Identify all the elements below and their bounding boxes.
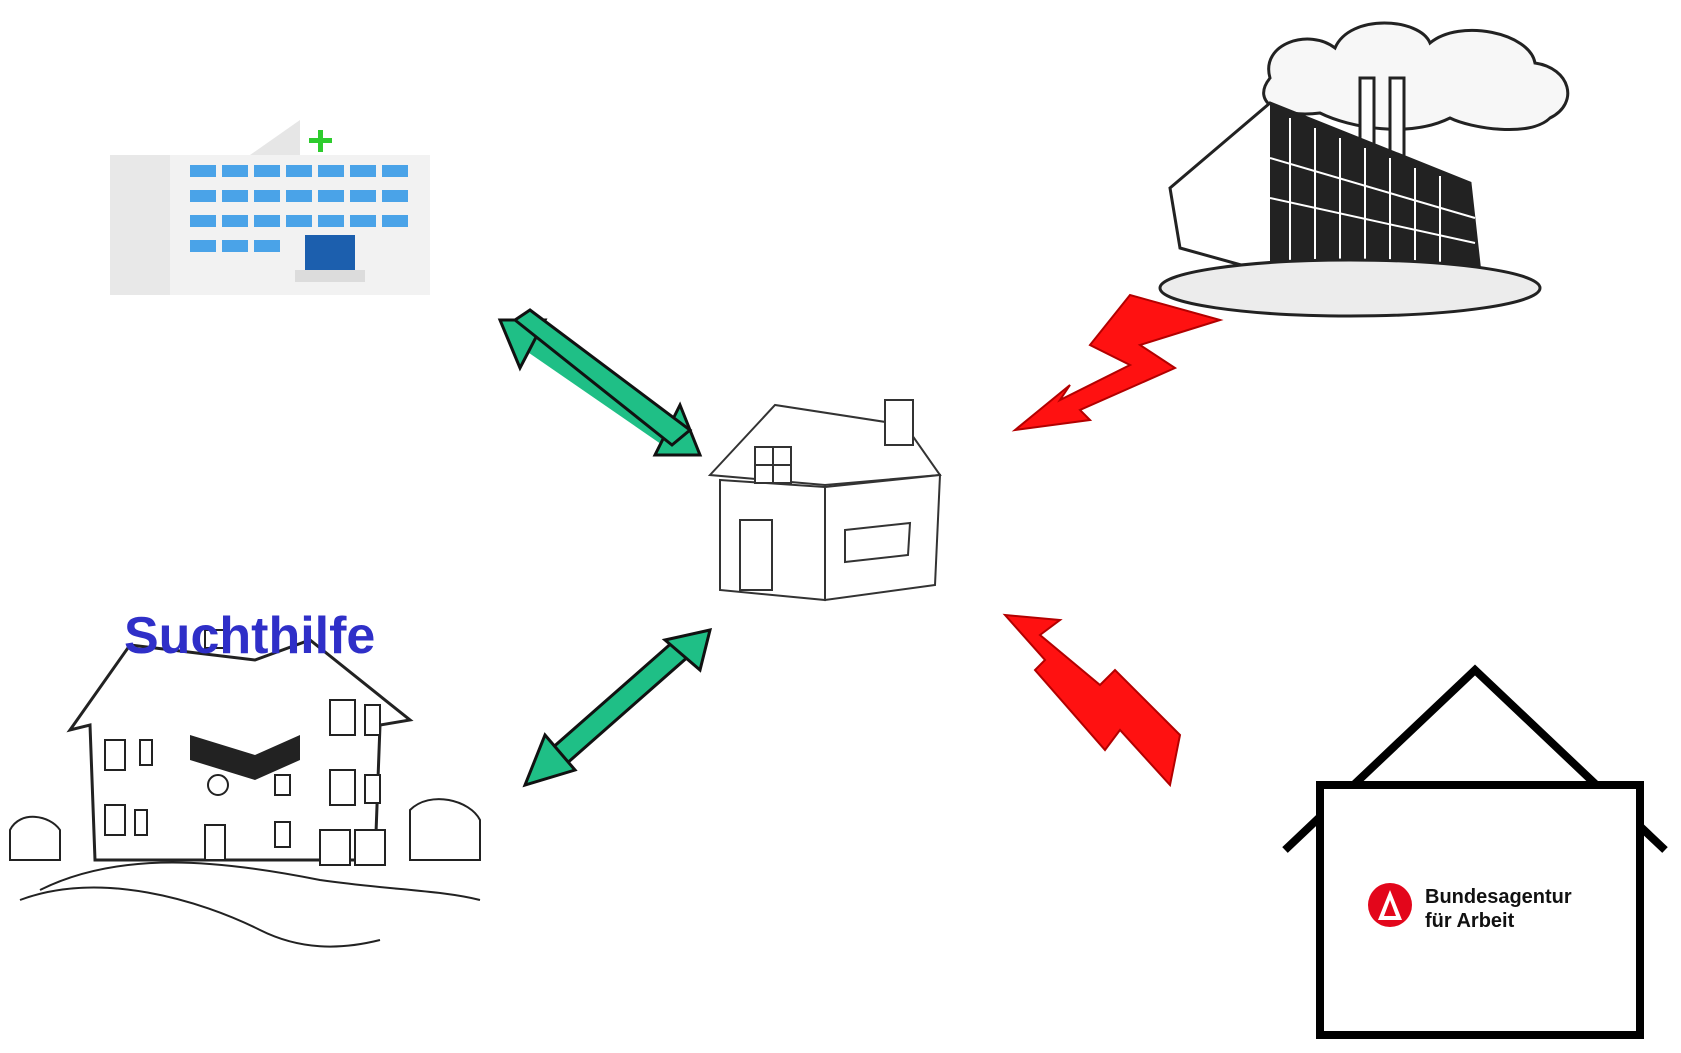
bolt-factory-home [1011,293,1224,432]
factory-icon [1158,21,1570,318]
agency-name: Bundesagentur für Arbeit [1425,885,1615,933]
double-arrow-rehab-home [522,628,713,788]
agency-logo-icon [1368,883,1412,927]
rehab-house-icon [9,629,481,948]
agency-name-line2: für Arbeit [1425,910,1515,932]
rehab-label: Suchthilfe [124,607,376,665]
hospital-icon [110,120,430,295]
home-icon [707,399,942,602]
agency-house-icon [1282,664,1668,1039]
double-arrow-hospital-home [497,308,703,457]
bolt-agency-home [1002,613,1182,788]
agency-name-line1: Bundesagentur [1425,886,1572,908]
